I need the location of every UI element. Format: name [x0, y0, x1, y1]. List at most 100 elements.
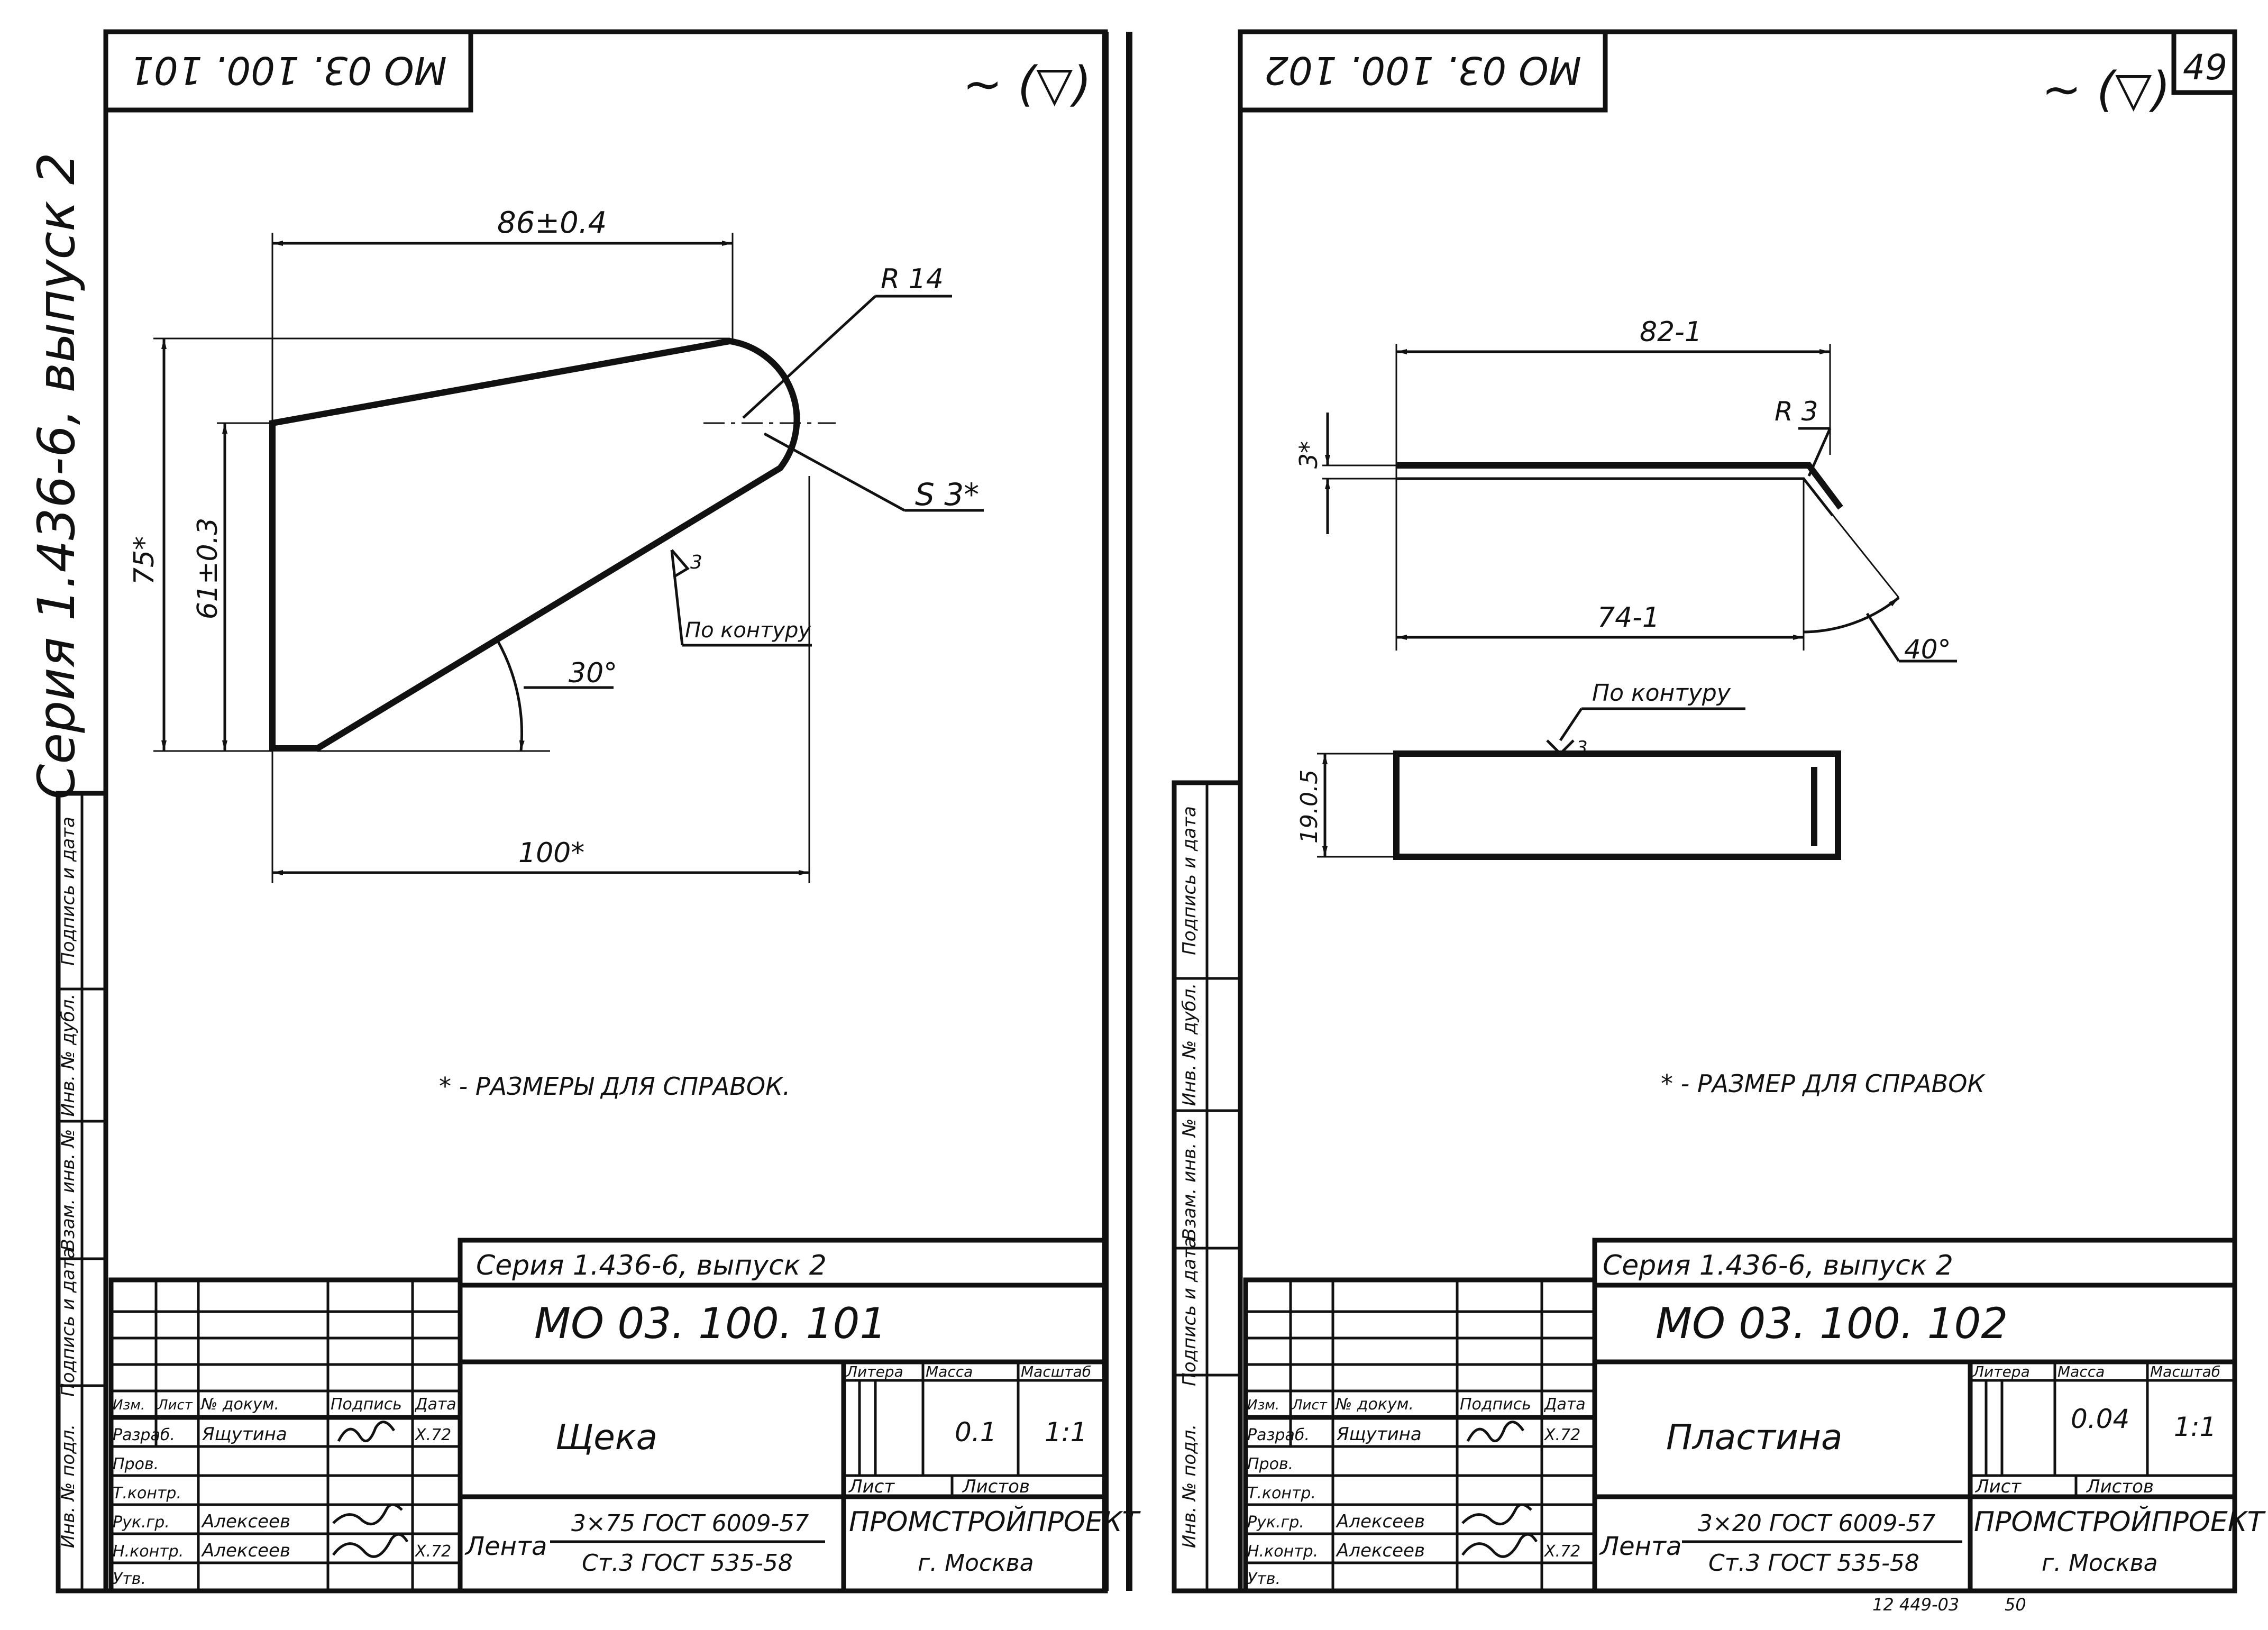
right-role-3: Рук.гр.	[1247, 1513, 1304, 1532]
right-sheet: МО 03. 100. 102 ∼ (▽) 49 Инв. № подл. По…	[1172, 29, 2266, 1594]
r-stamp-label-vzam-inv: Взам. инв. №	[1179, 1119, 1200, 1241]
right-role-4: Н.контр.	[1247, 1542, 1318, 1561]
right-role-5: Утв.	[1247, 1570, 1281, 1588]
right-tb-litera: Литера	[1972, 1363, 2030, 1380]
right-grid-izm: Изм.	[1247, 1397, 1279, 1413]
dim-74: 74-1	[1597, 602, 1660, 634]
right-title-block: Серия 1.436-6, выпуск 2 МО 03. 100. 102 …	[1243, 1238, 2266, 1594]
right-signature-dev	[1466, 1421, 1525, 1443]
dim-75: 75*	[129, 536, 160, 585]
right-grid-date: Дата	[1543, 1395, 1586, 1414]
left-tb-list: Лист	[848, 1476, 895, 1497]
left-title-block: Серия 1.436-6, выпуск 2 МО 03. 100. 101 …	[108, 1238, 1141, 1594]
r-stamp-label-sign-date-2: Подпись и дата	[1179, 806, 1200, 955]
right-signature-nk	[1461, 1533, 1538, 1558]
left-tb-scale-val: 1:1	[1045, 1417, 1087, 1448]
part-plastina-plan: 3 По контуру 19.0.5	[1296, 680, 1841, 860]
left-role-3: Рук.гр.	[113, 1513, 170, 1532]
left-grid-sign: Подпись	[331, 1395, 402, 1414]
right-side-stamp: Инв. № подл. Подпись и дата Взам. инв. №…	[1172, 780, 1243, 1594]
right-corner-box	[1238, 29, 1608, 113]
page-number: 49	[2183, 47, 2227, 88]
right-roughness-mark: ∼ (▽)	[2042, 62, 2170, 117]
footer-code: 12 449-03	[1872, 1595, 1959, 1615]
left-signature-ruk	[332, 1503, 403, 1526]
right-tb-listov: Листов	[2086, 1476, 2154, 1497]
left-tb-series: Серия 1.436-6, выпуск 2	[476, 1250, 827, 1281]
page-number-box	[2171, 29, 2237, 95]
right-tb-masshtab: Масштаб	[2150, 1363, 2220, 1380]
left-tb-masshtab: Масштаб	[1021, 1363, 1091, 1380]
shcheka-outline	[269, 337, 800, 752]
left-tb-mass-val: 0.1	[955, 1417, 997, 1448]
left-grid-izm: Изм.	[113, 1397, 145, 1413]
right-note: * - РАЗМЕР ДЛЯ СПРАВОК	[1661, 1069, 1986, 1098]
left-corner-code: МО 03. 100. 101	[130, 48, 447, 93]
weld-3-right: 3	[1576, 737, 1588, 758]
left-side-stamp: Инв. № подл. Подпись и дата Взам. инв. №…	[56, 791, 108, 1594]
side-series-text: Серия 1.436-6, выпуск 2	[27, 152, 86, 800]
right-tb-massa: Масса	[2057, 1363, 2105, 1380]
left-grid-list: Лист	[157, 1397, 193, 1413]
left-tb-material-top: 3×75 ГОСТ 6009-57	[571, 1510, 809, 1537]
dim-86: 86±0.4	[497, 206, 607, 240]
right-tb-series: Серия 1.436-6, выпуск 2	[1603, 1250, 1953, 1281]
left-grid-date: Дата	[414, 1395, 456, 1414]
right-grid-sign: Подпись	[1460, 1395, 1531, 1414]
part-plastina-side: 82-1 R 3 3* 74-1 40°	[1294, 316, 1957, 665]
left-name-4: Алексеев	[201, 1540, 290, 1561]
part-shcheka: 86±0.4 R 14 S 3* 75* 61±0.3 30°	[129, 206, 984, 883]
left-signature-nk	[332, 1533, 409, 1558]
stamp-label-sign-date-2: Подпись и дата	[58, 817, 79, 966]
left-sheet: МО 03. 100. 101 ∼ (▽) Серия 1.436-6, вып…	[27, 29, 1141, 1594]
right-tb-scale-val: 1:1	[2174, 1412, 2216, 1442]
right-frame	[1238, 29, 2237, 1594]
dim-82: 82-1	[1640, 316, 1702, 348]
right-date-nk: Х.72	[1543, 1542, 1580, 1561]
dim-r14: R 14	[881, 263, 944, 295]
left-role-5: Утв.	[113, 1570, 146, 1588]
left-tb-massa: Масса	[926, 1363, 973, 1380]
right-tb-mass-val: 0.04	[2071, 1404, 2129, 1434]
dim-3-thick: 3*	[1294, 441, 1323, 469]
dim-19: 19.0.5	[1296, 770, 1323, 844]
right-corner-code: МО 03. 100. 102	[1264, 48, 1581, 93]
stamp-label-vzam-inv: Взам. инв. №	[58, 1129, 79, 1251]
right-date-dev: Х.72	[1543, 1426, 1580, 1444]
right-grid-list: Лист	[1292, 1397, 1328, 1413]
dim-r3: R 3	[1775, 396, 1818, 427]
r-stamp-label-inv-dubl: Инв. № дубл.	[1179, 983, 1200, 1106]
right-tb-list: Лист	[1974, 1476, 2022, 1497]
right-name-4: Алексеев	[1336, 1540, 1425, 1561]
left-frame	[103, 29, 1108, 1594]
right-signature-ruk	[1461, 1503, 1532, 1526]
left-tb-litera: Литера	[846, 1363, 903, 1380]
right-role-2: Т.контр.	[1247, 1484, 1316, 1503]
left-name-0: Ящутина	[202, 1424, 287, 1445]
left-role-0: Разраб.	[113, 1426, 175, 1444]
left-corner-box	[103, 29, 473, 113]
r-stamp-label-inv-podl: Инв. № подл.	[1179, 1424, 1200, 1549]
right-role-1: Пров.	[1247, 1455, 1293, 1473]
left-role-4: Н.контр.	[113, 1542, 184, 1561]
left-roughness-mark: ∼ (▽)	[963, 57, 1091, 112]
dim-30deg: 30°	[569, 657, 617, 689]
right-tb-material-bottom: Ст.3 ГОСТ 535-58	[1708, 1550, 1919, 1577]
left-tb-name: Щека	[555, 1417, 657, 1458]
left-date-nk: Х.72	[414, 1542, 451, 1561]
contour-label-left: По контуру	[685, 618, 811, 643]
left-name-3: Алексеев	[201, 1511, 290, 1532]
left-tb-listov: Листов	[962, 1476, 1030, 1497]
left-tb-material-label: Лента	[464, 1532, 547, 1561]
weld-3-left: 3	[690, 552, 702, 573]
left-note: * - РАЗМЕРЫ ДЛЯ СПРАВОК.	[439, 1072, 790, 1101]
right-tb-code: МО 03. 100. 102	[1656, 1299, 2008, 1348]
left-tb-code: МО 03. 100. 101	[534, 1299, 886, 1348]
dim-61: 61±0.3	[192, 518, 224, 619]
left-signature-dev	[337, 1421, 396, 1443]
right-tb-name: Пластина	[1666, 1417, 1842, 1458]
right-name-0: Ящутина	[1336, 1424, 1422, 1445]
left-tb-org: ПРОМСТРОЙПРОЕКТ	[849, 1506, 1141, 1538]
right-grid-doc: № докум.	[1334, 1395, 1414, 1414]
